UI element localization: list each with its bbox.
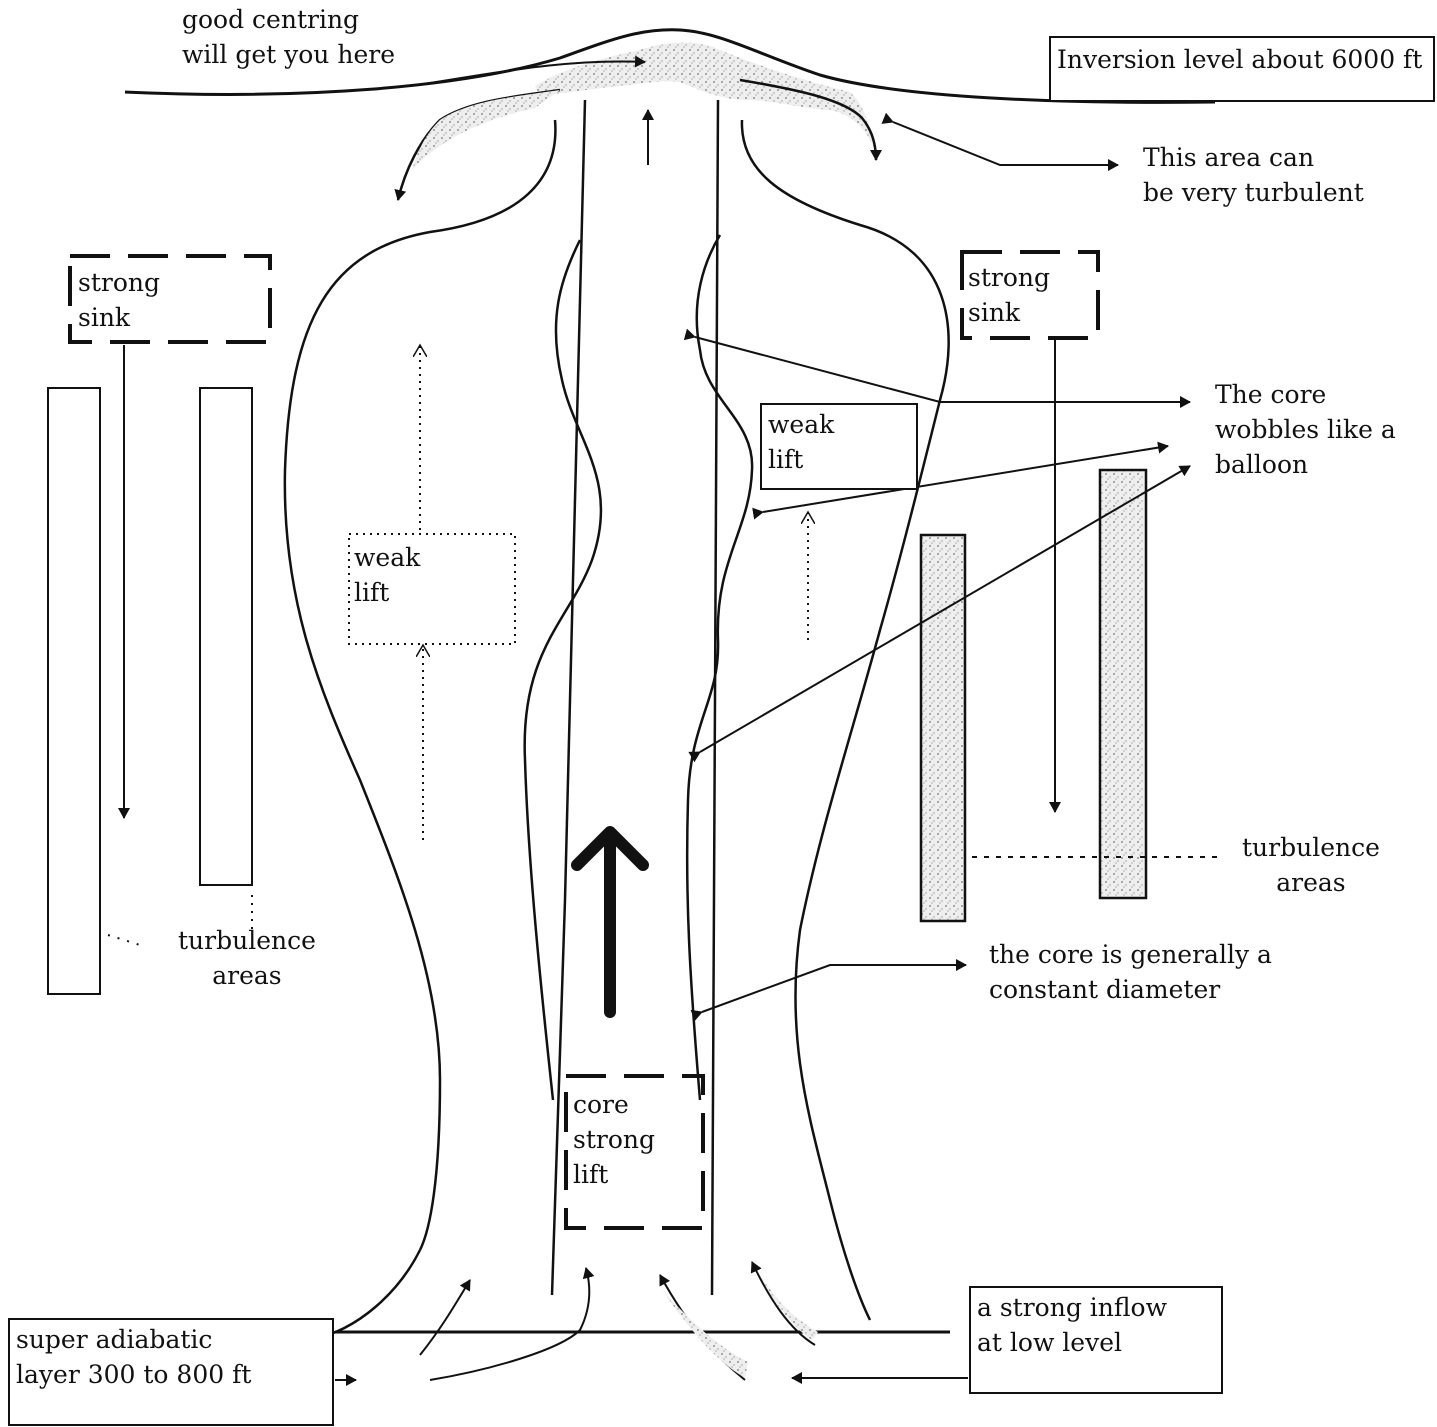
turbulent-arrow xyxy=(893,122,1118,165)
weak-lift-right-label: weak lift xyxy=(760,403,918,490)
left-curl-shade xyxy=(412,90,560,170)
left-turbulence-column-2 xyxy=(200,388,252,885)
inversion-level-label: Inversion level about 6000 ft xyxy=(1049,36,1435,102)
good-centring-label: good centring will get you here xyxy=(182,2,395,72)
right-turbulence-column-2 xyxy=(1100,470,1146,898)
turbulent-area-label: This area can be very turbulent xyxy=(1143,140,1364,210)
thermal-envelope-left xyxy=(285,120,556,1250)
core-wobbles-label: The core wobbles like a balloon xyxy=(1215,377,1396,482)
constant-diameter-label: the core is generally a constant diamete… xyxy=(989,937,1272,1007)
core-right-straight xyxy=(712,100,718,1295)
core-strong-lift-label: core strong lift xyxy=(573,1087,655,1192)
strong-sink-right-label: strong sink xyxy=(968,260,1050,330)
inflow-shade-4 xyxy=(757,1270,818,1340)
constant-diameter-arrow xyxy=(702,965,966,1012)
weak-lift-left-label: weak lift xyxy=(354,540,420,610)
thermal-cap xyxy=(535,43,875,151)
inflow-arrow-1 xyxy=(420,1280,470,1355)
super-adiabatic-label: super adiabatic layer 300 to 800 ft xyxy=(8,1318,334,1426)
core-wobble-right xyxy=(687,235,752,1100)
left-turbulence-column-1 xyxy=(48,388,100,994)
turbulence-right-label: turbulence areas xyxy=(1242,830,1380,900)
strong-inflow-label: a strong inflow at low level xyxy=(969,1286,1223,1394)
inflow-shade-3 xyxy=(662,1290,748,1378)
turbulence-left-label: turbulence areas xyxy=(178,923,316,993)
inflow-arrow-2 xyxy=(430,1268,589,1380)
right-turbulence-column-1 xyxy=(921,535,965,921)
left-turbulence-dots-2 xyxy=(108,935,140,945)
thermal-envelope-right xyxy=(742,120,949,1320)
strong-sink-left-label: strong sink xyxy=(78,265,160,335)
